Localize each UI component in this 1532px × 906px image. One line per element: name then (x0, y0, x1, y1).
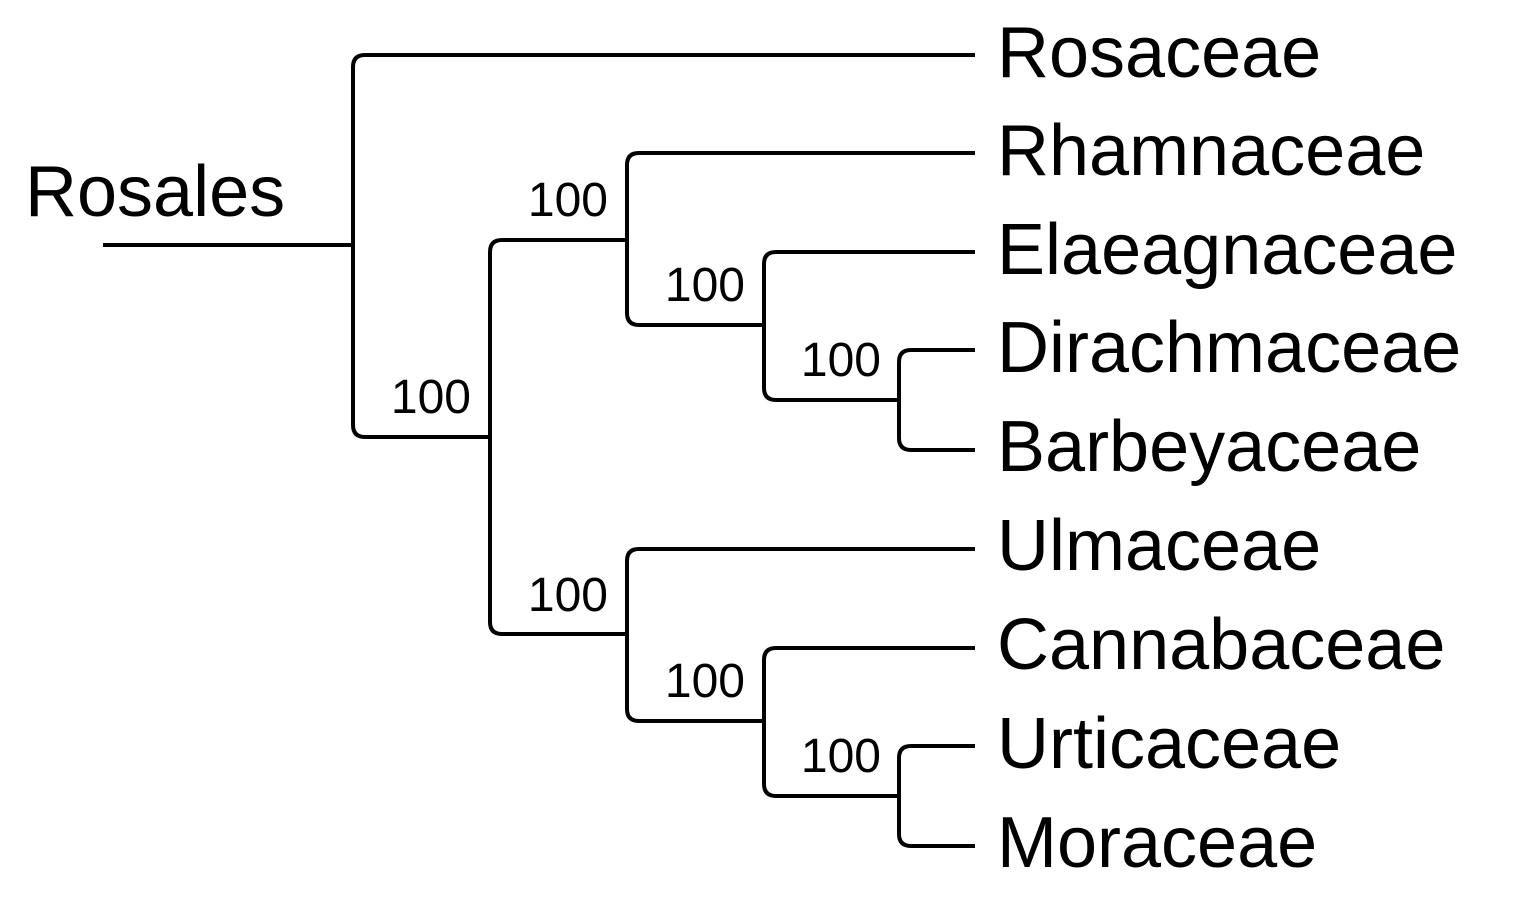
support-value-urticalean-clade: 100 (528, 569, 608, 622)
taxon-label-rosaceae: Rosaceae (997, 13, 1321, 93)
elaeagnaceae-clade-branch (625, 240, 764, 327)
elaeagnaceae-branch (762, 250, 975, 325)
rhamnaceae-branch (625, 151, 975, 240)
support-value-core-clade: 100 (391, 371, 471, 424)
taxon-label-dirachmaceae: Dirachmaceae (997, 308, 1461, 388)
taxon-label-ulmaceae: Ulmaceae (997, 506, 1321, 586)
dirachmaceae-branch (897, 348, 975, 400)
taxon-label-rhamnaceae: Rhamnaceae (997, 111, 1425, 191)
support-value-dirachmaceae-barbeyaceae: 100 (801, 334, 881, 387)
root-label: Rosales (25, 152, 285, 232)
support-value-elaeagnaceae-clade: 100 (665, 259, 745, 312)
urticaceae-moraceae-branch (762, 721, 899, 798)
urticaceae-branch (897, 744, 975, 796)
core-clade-branch (351, 245, 490, 439)
taxon-label-cannabaceae: Cannabaceae (997, 605, 1445, 685)
support-value-cannabaceae-clade: 100 (665, 655, 745, 708)
rhamnoid-clade-branch (488, 238, 627, 437)
barbeyaceae-branch (897, 400, 975, 452)
cannabaceae-clade-branch (625, 634, 764, 723)
support-value-rhamnaceae-clade: 100 (528, 174, 608, 227)
taxon-label-barbeyaceae: Barbeyaceae (997, 407, 1421, 487)
moraceae-branch (897, 796, 975, 848)
rosaceae-branch (351, 53, 975, 245)
taxon-label-urticaceae: Urticaceae (997, 704, 1341, 784)
dirachmaceae-barbeyaceae-branch (762, 325, 899, 402)
support-value-urticaceae-moraceae: 100 (801, 730, 881, 783)
taxon-label-moraceae: Moraceae (997, 803, 1317, 883)
urticalean-clade-branch (488, 437, 627, 636)
cannabaceae-branch (762, 646, 975, 721)
taxon-label-elaeagnaceae: Elaeagnaceae (997, 210, 1457, 290)
ulmaceae-branch (625, 547, 975, 634)
